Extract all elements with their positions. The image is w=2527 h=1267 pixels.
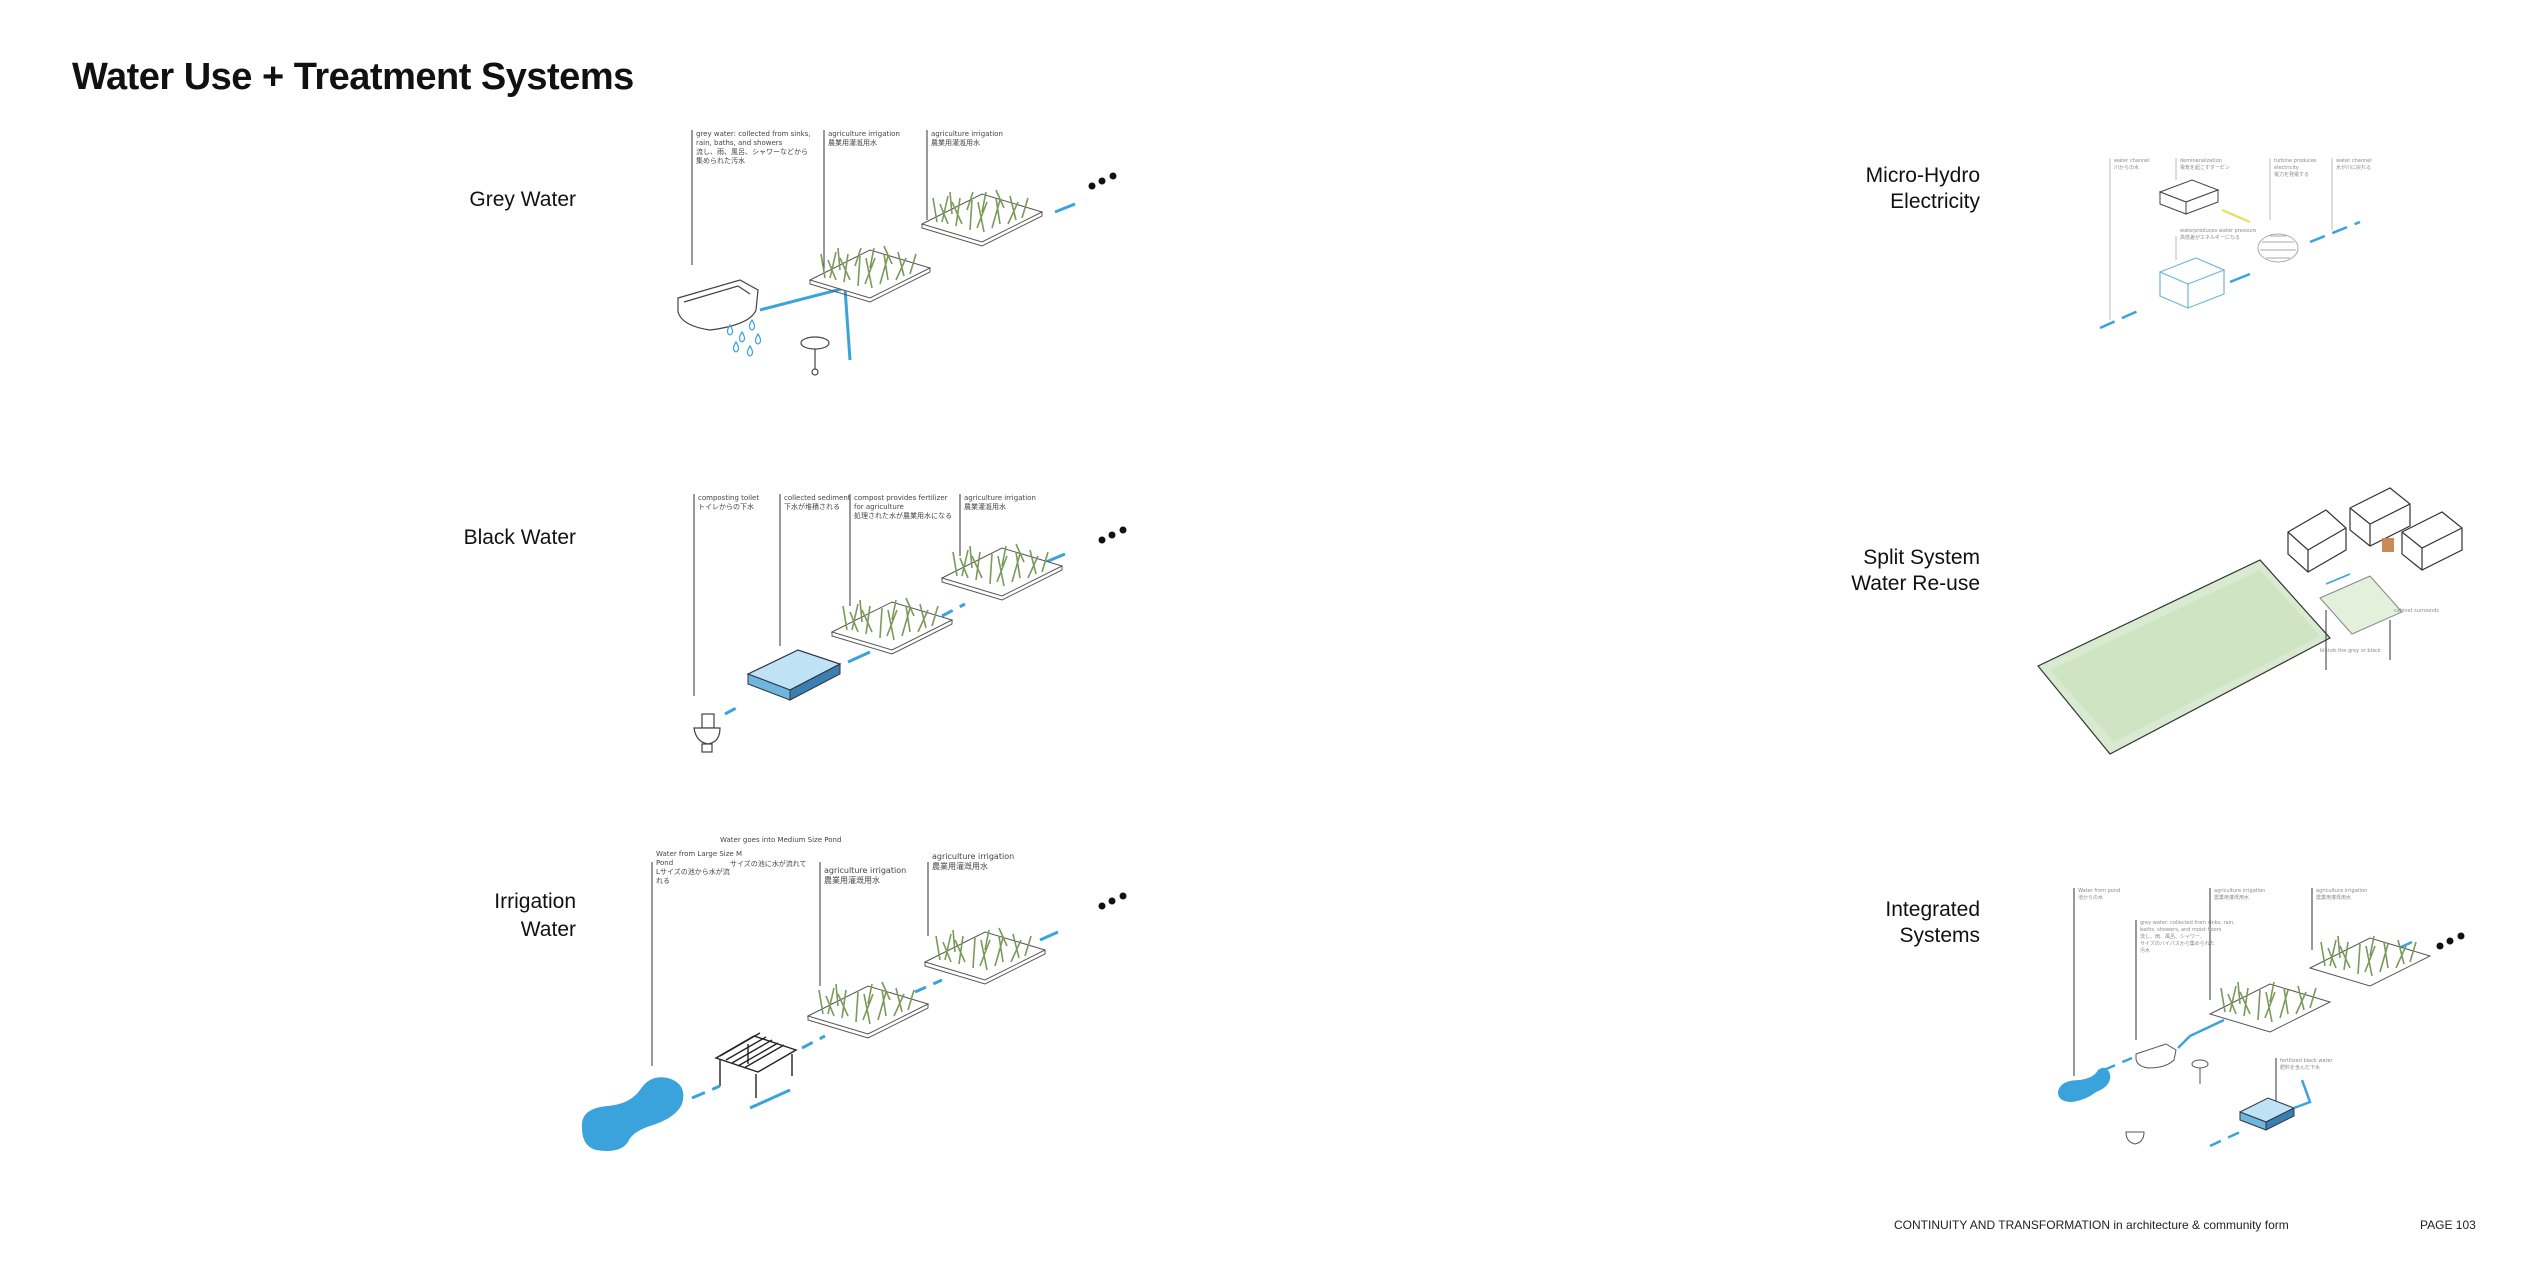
pavilion-icon <box>716 1033 796 1098</box>
split-system-svg <box>2030 470 2490 770</box>
micro-hydro-channel-out-note: water channel 水が川に戻れる <box>2336 158 2386 172</box>
toilet-icon <box>2126 1132 2144 1144</box>
compost-building-icon <box>748 650 840 700</box>
micro-hydro-turbine-note: demineralization 電気を起こすタービン <box>2180 158 2270 172</box>
black-water-label: Black Water <box>420 524 576 552</box>
grey-water-label: Grey Water <box>420 186 576 214</box>
irrigation-water-diagram: Water goes into Medium Size Pond Water f… <box>580 836 1160 1156</box>
integrated-irrigation-note-1: agriculture irrigation 農業用灌漑用水 <box>2214 888 2304 902</box>
crop-bed <box>832 598 952 654</box>
micro-hydro-svg <box>2100 150 2380 350</box>
crop-bed <box>2210 982 2330 1032</box>
turbine-house-icon <box>2160 180 2218 214</box>
crop-bed <box>922 190 1042 246</box>
micro-hydro-channel-in-note: water channel 川からの水 <box>2114 158 2174 172</box>
water-line <box>2326 574 2350 584</box>
integrated-systems-label-line2: Systems <box>1780 922 1980 950</box>
water-tank-icon <box>2160 258 2224 308</box>
integrated-systems-diagram: Water from pond 池からの水 agriculture irriga… <box>2040 880 2500 1170</box>
grey-water-source-note: grey water: collected from sinks, rain, … <box>696 130 826 166</box>
split-system-label-line2: Water Re-use <box>1780 570 1980 598</box>
grey-water-diagram: grey water: collected from sinks, rain, … <box>640 120 1160 380</box>
continuation-dots <box>1099 893 1127 910</box>
grey-water-irrigation-note-2: agriculture irrigation 農業用灌漑用水 <box>931 130 1031 148</box>
power-line <box>2222 210 2250 222</box>
bathtub-icon <box>678 280 758 330</box>
integrated-grey-water-note: grey water: collected from sinks, rain, … <box>2140 920 2250 955</box>
black-water-svg <box>680 486 1160 756</box>
storage-tank <box>2382 538 2394 552</box>
water-pipe <box>760 204 1075 360</box>
continuation-dots <box>2437 933 2465 950</box>
split-system-diagram: cabinet surrounds blends the grey or bla… <box>2030 470 2490 770</box>
micro-hydro-label-line1: Micro-Hydro <box>1780 162 1980 190</box>
black-water-toilet-note: composting toilet トイレからの下水 <box>698 494 782 512</box>
black-water-irrigation-note: agriculture irrigation 農業灌漑用水 <box>964 494 1054 512</box>
crop-bed <box>925 928 1045 984</box>
black-water-sediment-note: collected sediment 下水が堆積される <box>784 494 854 512</box>
irrigation-water-label-line1: Irrigation <box>420 888 576 916</box>
house-icon <box>2288 510 2346 572</box>
house-icon <box>2402 512 2462 570</box>
black-water-compost-note: compost provides fertilizer for agricult… <box>854 494 964 521</box>
micro-hydro-label-line2: Electricity <box>1780 188 1980 216</box>
split-system-cabinet-note: cabinet surrounds <box>2394 608 2454 615</box>
continuation-dots <box>1089 173 1117 190</box>
compost-building-icon <box>2240 1098 2294 1130</box>
irrigation-water-label-line2: Water <box>420 916 576 944</box>
micro-hydro-electricity-note: turbine produces electricity 電力を発電する <box>2274 158 2334 179</box>
bathtub-icon <box>2136 1044 2176 1068</box>
split-system-blend-note: blends the grey or black <box>2320 648 2390 655</box>
pond-shape <box>582 1077 684 1151</box>
irrigation-irrigation-note-2: agriculture irrigation 農業用灌漑用水 <box>932 852 1032 872</box>
irrigation-irrigation-note-1: agriculture irrigation 農業用灌漑用水 <box>824 866 924 886</box>
integrated-systems-label-line1: Integrated <box>1780 896 1980 924</box>
integrated-irrigation-note-2: agriculture irrigation 農業用灌漑用水 <box>2316 888 2406 902</box>
integrated-systems-svg <box>2040 880 2500 1170</box>
split-system-label-line1: Split System <box>1780 544 1980 572</box>
footer-page-number: PAGE 103 <box>2420 1218 2476 1232</box>
micro-hydro-pressure-note: waterproduces water pressure 高低差がエネルギーにな… <box>2180 228 2280 242</box>
continuation-dots <box>1099 527 1127 544</box>
footer-book-title: CONTINUITY AND TRANSFORMATION in archite… <box>1894 1218 2289 1232</box>
integrated-pond-note: Water from pond 池からの水 <box>2078 888 2138 902</box>
grey-water-irrigation-note-1: agriculture irrigation 農業用灌漑用水 <box>828 130 928 148</box>
toilet-icon <box>694 714 720 752</box>
sink-icon <box>2192 1060 2208 1084</box>
house-icon <box>2350 488 2410 546</box>
micro-hydro-diagram: water channel 川からの水 demineralization 電気を… <box>2100 150 2380 350</box>
black-water-diagram: composting toilet トイレからの下水 collected sed… <box>680 486 1160 756</box>
crop-bed <box>808 982 928 1038</box>
crop-bed <box>2310 936 2430 986</box>
sink-icon <box>801 337 829 375</box>
pond-shape <box>2058 1068 2110 1102</box>
integrated-black-water-note: fertilized black water 肥料を含んだ下水 <box>2280 1058 2370 1072</box>
irrigation-medium-pond-note: Water goes into Medium Size Pond <box>720 836 900 845</box>
page-title: Water Use + Treatment Systems <box>72 56 634 99</box>
